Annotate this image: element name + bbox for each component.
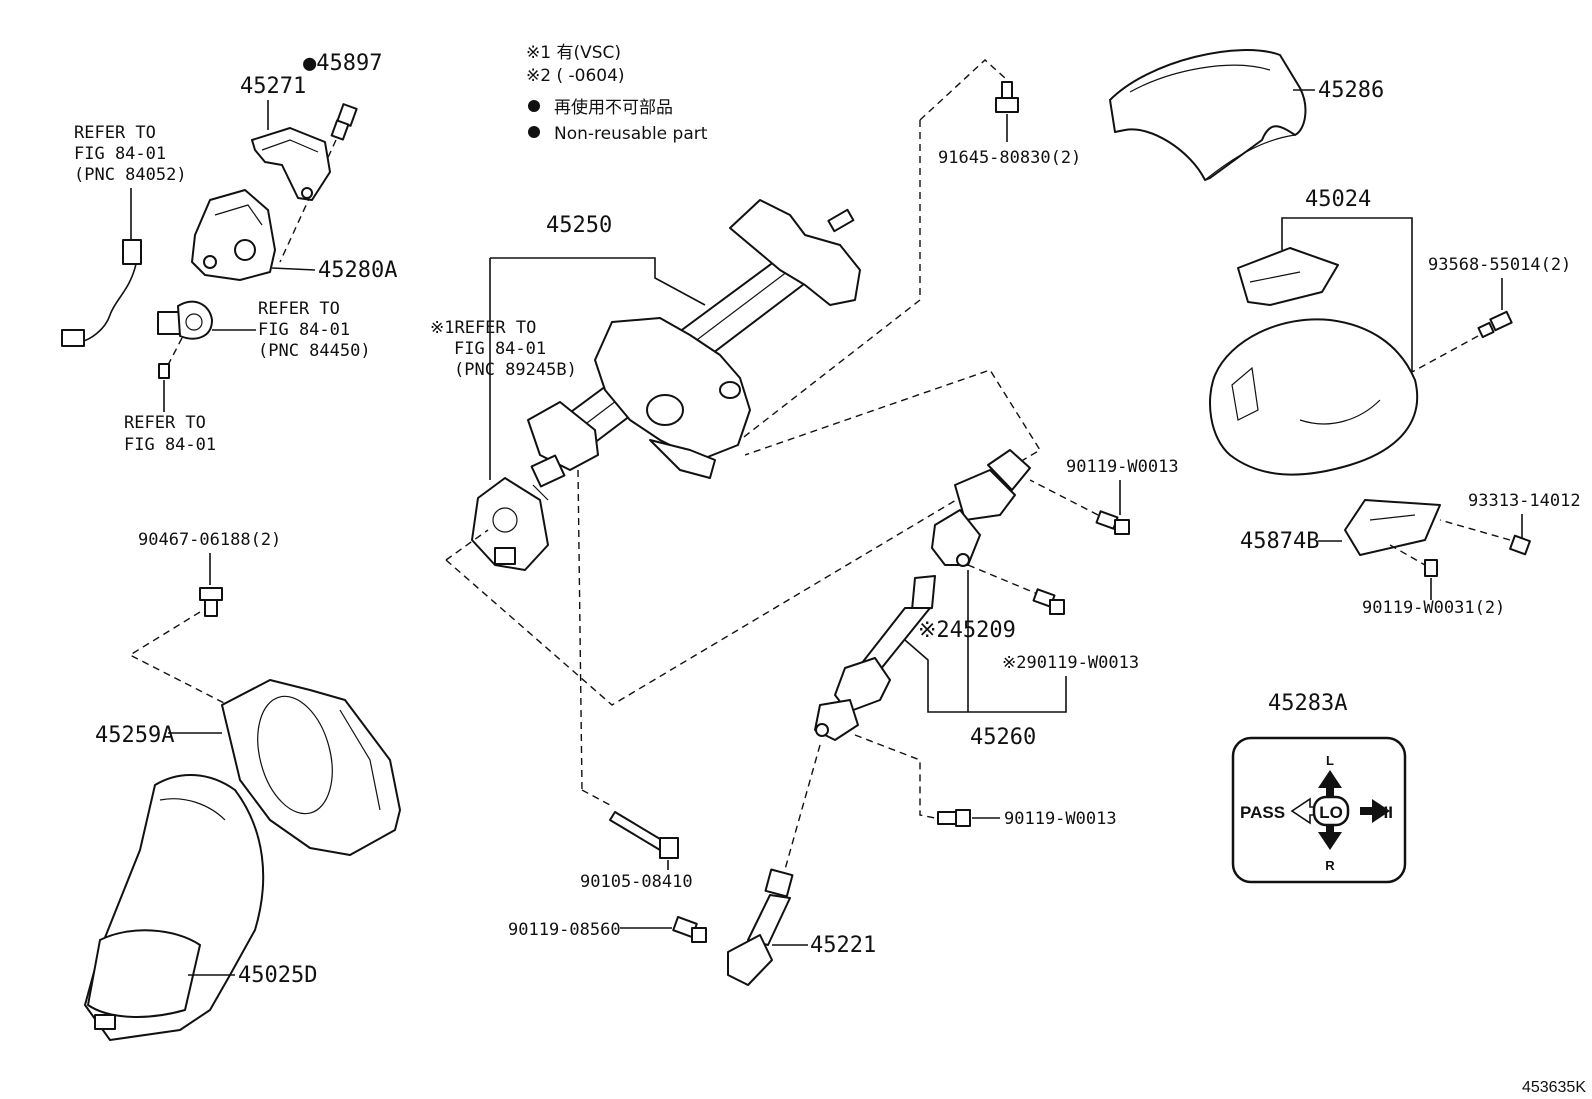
label-90105: 90105-08410	[580, 872, 693, 892]
label-90119-w0013-c: 90119-W0013	[1004, 809, 1117, 829]
label-90119-w0031: 90119-W0031(2)	[1362, 598, 1505, 618]
refer-84450-line3: (PNC 84450)	[258, 341, 371, 361]
label-45260: 45260	[970, 725, 1036, 750]
label-90467: 90467-06188(2)	[138, 530, 281, 550]
label-45286: 45286	[1318, 78, 1384, 103]
label-45250: 45250	[546, 213, 612, 238]
refer-84450-line1: REFER TO	[258, 299, 340, 319]
label-90119-w0013-b: ※290119-W0013	[1002, 653, 1139, 673]
label-93568: 93568-55014(2)	[1428, 255, 1571, 275]
note-nonreusable-jp: 再使用不可部品	[554, 97, 673, 118]
lower-shaft-45221	[727, 868, 794, 986]
refer-84052-line1: REFER TO	[74, 123, 156, 143]
note-date: ※2 ( -0604)	[526, 66, 625, 86]
bullet-dot-icon	[528, 126, 540, 138]
wire-harness	[61, 188, 142, 347]
label-45025D: 45025D	[238, 963, 317, 988]
label-45259A: 45259A	[95, 723, 174, 748]
label-90119-w0013-a: 90119-W0013	[1066, 457, 1179, 477]
refer-84052-line2: FIG 84-01	[74, 144, 166, 164]
upper-cover-45286	[1109, 49, 1307, 181]
refer-89245-line3: (PNC 89245B)	[454, 360, 577, 380]
figure-id: 453635K	[1522, 1079, 1586, 1096]
bracket-45874B	[1344, 499, 1441, 556]
refer-plain-line1: REFER TO	[124, 413, 206, 433]
label-45280A: 45280A	[318, 258, 397, 283]
switch-label-lo: LO	[1319, 803, 1343, 822]
label-93313: 93313-14012	[1468, 491, 1581, 511]
screw-93568	[1477, 310, 1513, 339]
bolt-90119-08560	[672, 916, 707, 943]
arrow-right-icon	[1360, 799, 1390, 823]
cover-plate-45024	[1237, 247, 1339, 306]
steering-column-45250	[527, 199, 861, 501]
lower-cover-45024	[1209, 318, 1419, 476]
label-45209: ※245209	[918, 618, 1016, 643]
universal-joint-upper	[931, 449, 1031, 567]
label-45897: ●45897	[303, 51, 382, 76]
refer-89245-line1: ※1REFER TO	[430, 318, 536, 338]
switch-plate-45283A	[1231, 736, 1407, 884]
switch-label-pass: PASS	[1240, 803, 1285, 822]
bullet-dot-icon	[528, 100, 540, 112]
switch-label-l: L	[1326, 753, 1334, 768]
screw-small	[158, 363, 170, 379]
steering-sensor	[471, 477, 549, 571]
note-nonreusable-en: Non-reusable part	[554, 124, 708, 144]
label-45874B: 45874B	[1240, 529, 1319, 554]
screw-90119-w0031	[1424, 559, 1438, 577]
refer-84450-line2: FIG 84-01	[258, 320, 350, 340]
label-91645: 91645-80830(2)	[938, 148, 1081, 168]
boot-45025D	[84, 774, 265, 1041]
refer-84052-line3: (PNC 84052)	[74, 165, 187, 185]
arrow-up-icon	[1318, 770, 1342, 800]
label-45271: 45271	[240, 74, 306, 99]
bolt-90119-w0013-a	[1095, 510, 1130, 535]
column-cover-45259A	[221, 679, 401, 856]
switch-label-hi: HI	[1376, 803, 1393, 822]
ignition-switch	[157, 300, 213, 340]
label-45221: 45221	[810, 933, 876, 958]
switch-label-r: R	[1325, 858, 1335, 873]
lock-housing-45280A	[191, 189, 276, 281]
screw-93313	[1509, 534, 1531, 556]
bolt-90119-w0013-b	[1032, 588, 1065, 615]
intermediate-shaft-45209	[814, 575, 936, 741]
refer-89245-line2: FIG 84-01	[454, 339, 546, 359]
label-45283A: 45283A	[1268, 691, 1347, 716]
clip-90467	[199, 587, 223, 617]
arrow-down-icon	[1318, 820, 1342, 850]
note-vsc: ※1 有(VSC)	[526, 43, 621, 63]
bracket-45271	[251, 127, 331, 201]
label-45024: 45024	[1305, 187, 1371, 212]
screw-45897	[330, 103, 358, 141]
label-90119-08560: 90119-08560	[508, 920, 621, 940]
bolt-90105-08410	[609, 811, 679, 859]
bolt-91645-80830	[995, 81, 1019, 113]
bolt-90119-w0013-c	[937, 809, 971, 827]
refer-plain-line2: FIG 84-01	[124, 435, 216, 455]
